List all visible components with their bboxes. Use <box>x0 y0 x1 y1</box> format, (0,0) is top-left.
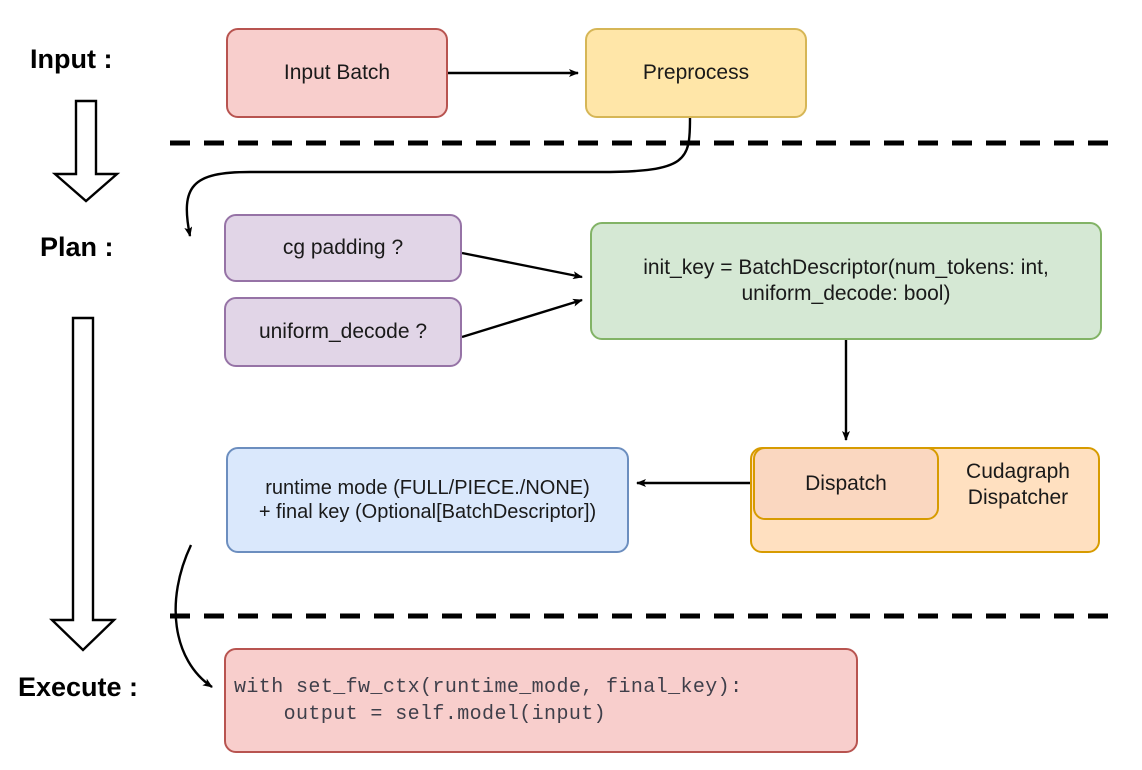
node-preprocess[interactable]: Preprocess <box>585 28 807 118</box>
block-arrow-input-to-plan <box>51 99 121 203</box>
block-arrow-plan-to-execute <box>49 316 117 652</box>
node-init-key[interactable]: init_key = BatchDescriptor(num_tokens: i… <box>590 222 1102 340</box>
node-uniform-decode[interactable]: uniform_decode ? <box>224 297 462 367</box>
edge-cg-padding-to-init-key <box>461 251 583 280</box>
node-execute-code[interactable]: with set_fw_ctx(runtime_mode, final_key)… <box>224 648 858 753</box>
stage-label-plan: Plan : <box>40 232 114 262</box>
edge-uniform-decode-to-init-key <box>461 298 583 339</box>
edge-runtime-mode-to-execute-code <box>174 544 213 688</box>
node-input-batch[interactable]: Input Batch <box>226 28 448 118</box>
node-dispatch[interactable]: Dispatch <box>753 447 939 520</box>
stage-label-execute: Execute : <box>18 672 139 702</box>
node-runtime-mode[interactable]: runtime mode (FULL/PIECE./NONE) + final … <box>226 447 629 553</box>
node-cg-padding[interactable]: cg padding ? <box>224 214 462 282</box>
stage-label-input: Input : <box>30 44 113 74</box>
cudagraph-dispatcher-label: Cudagraph Dispatcher <box>966 460 1070 510</box>
